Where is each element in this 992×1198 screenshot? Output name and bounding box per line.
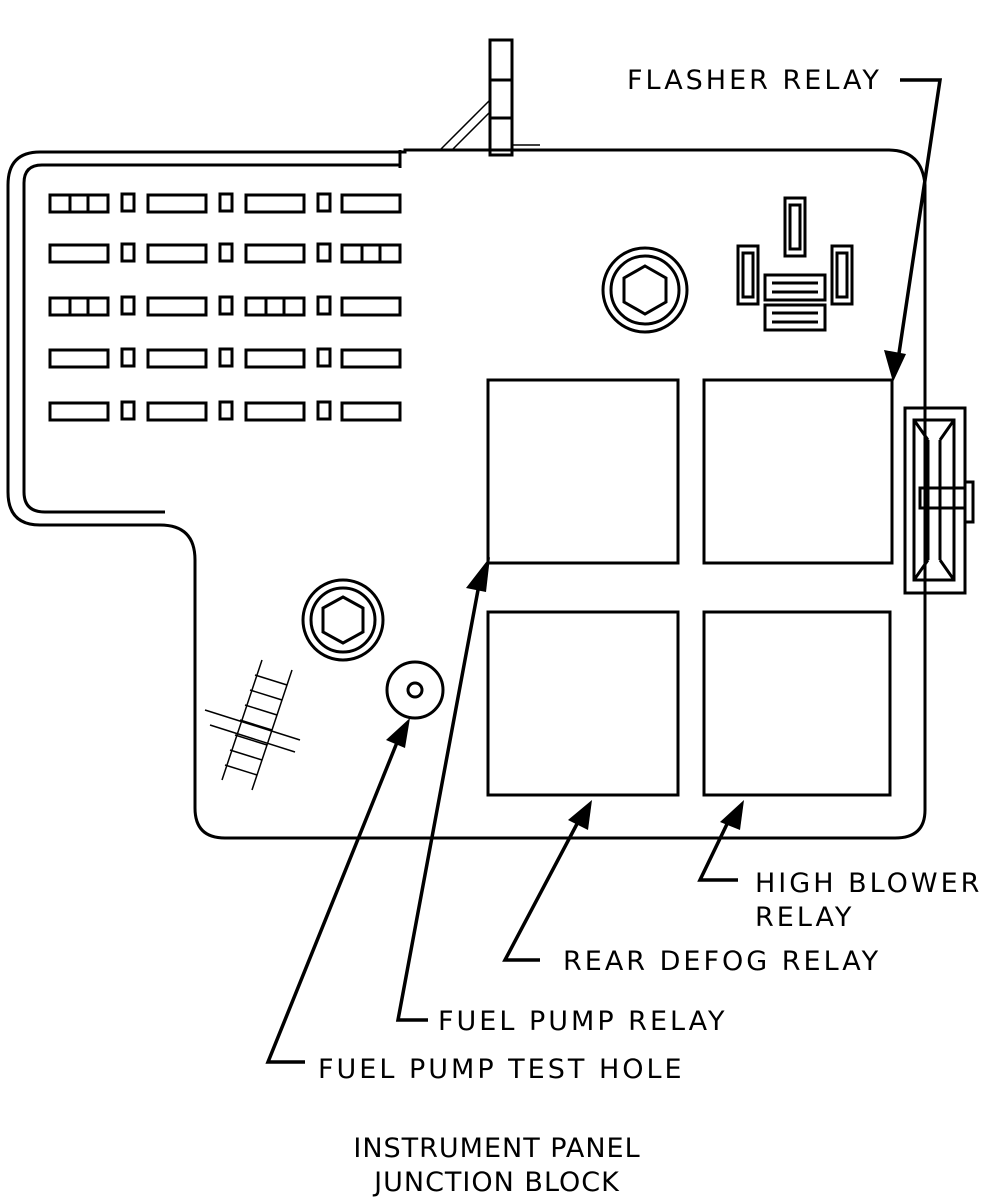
label-high-blower-line1: HIGH BLOWER [755, 868, 982, 899]
label-fuel-pump-test-hole: FUEL PUMP TEST HOLE [318, 1054, 685, 1085]
fuse-small [120, 295, 136, 316]
fuse [244, 401, 306, 422]
fuse-small [218, 192, 234, 213]
fuse [340, 348, 402, 369]
fuse-small [120, 347, 136, 368]
fuse [244, 296, 306, 317]
fuse-small [316, 192, 332, 213]
hex-bolt-lower [301, 578, 385, 662]
fuse-small [120, 192, 136, 213]
fuse [146, 193, 208, 214]
fuse [340, 401, 402, 422]
flasher-relay-socket [736, 196, 854, 332]
leader-rear-defog [502, 800, 592, 962]
fuse [146, 296, 208, 317]
caption-line2: JUNCTION BLOCK [372, 1167, 620, 1198]
fuse-small [316, 295, 332, 316]
fuse [244, 348, 306, 369]
high-blower-relay [702, 610, 892, 797]
mounting-tab [439, 38, 540, 157]
fuse [244, 193, 306, 214]
label-rear-defog-relay: REAR DEFOG RELAY [563, 946, 881, 977]
junction-block-housing [6, 148, 927, 840]
fuse-small [218, 242, 234, 263]
fuse-small [120, 400, 136, 421]
fuse-small [218, 400, 234, 421]
fuel-pump-relay [486, 378, 680, 565]
leader-high-blower [697, 800, 744, 882]
label-fuel-pump-relay: FUEL PUMP RELAY [438, 1006, 728, 1037]
fuse-small [316, 347, 332, 368]
fuel-pump-test-hole [385, 660, 445, 720]
leader-test-hole [265, 718, 410, 1064]
fuse-small [218, 295, 234, 316]
housing-inner-edge [22, 163, 400, 514]
hex-bolt-upper [601, 246, 689, 334]
fuse [340, 296, 402, 317]
label-high-blower-line2: RELAY [755, 902, 854, 933]
fuse [244, 243, 306, 264]
side-connector [903, 400, 975, 595]
fuse [48, 193, 110, 214]
label-flasher-relay: FLASHER RELAY [627, 65, 882, 96]
fuse [48, 296, 110, 317]
fuse [146, 401, 208, 422]
leader-fuel-pump-relay [395, 557, 490, 1022]
caption-line1: INSTRUMENT PANEL [353, 1133, 640, 1164]
fuse [340, 193, 402, 214]
fuse [340, 243, 402, 264]
fuse [48, 348, 110, 369]
fuse-small [316, 242, 332, 263]
leader-flasher [884, 78, 943, 382]
fuse [48, 243, 110, 264]
hatched-ladder [204, 659, 301, 791]
fuse [48, 401, 110, 422]
fuse [146, 348, 208, 369]
rear-defog-relay [486, 610, 680, 797]
flasher-relay [702, 378, 894, 565]
fuse [146, 243, 208, 264]
fuse-small [218, 347, 234, 368]
fuse-small [316, 400, 332, 421]
fuse-grid [48, 192, 402, 422]
fuse-small [120, 242, 136, 263]
